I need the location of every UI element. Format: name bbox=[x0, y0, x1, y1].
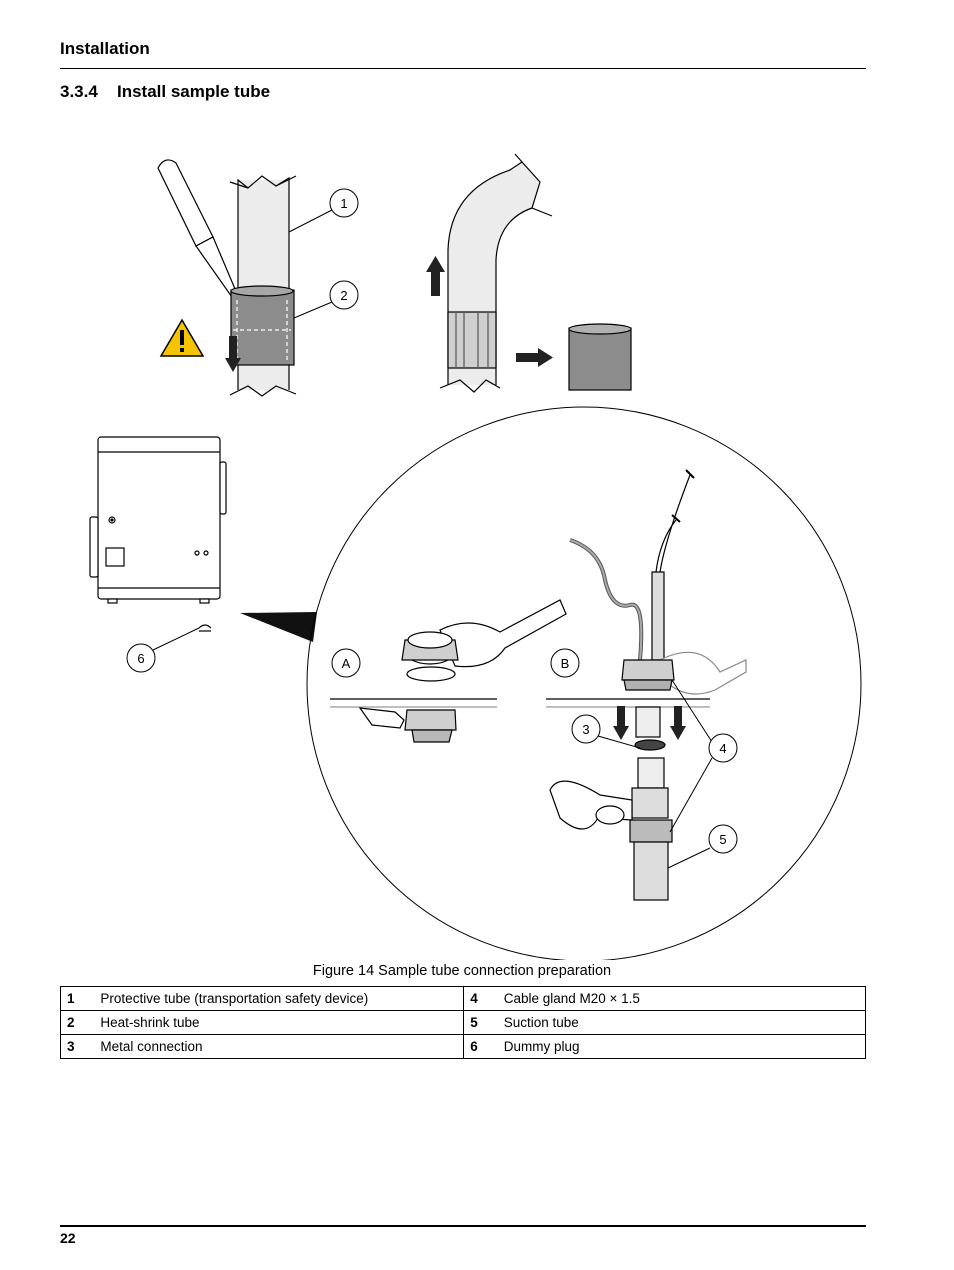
bent-tube-illustration bbox=[439, 153, 553, 393]
svg-text:5: 5 bbox=[719, 832, 726, 847]
svg-text:6: 6 bbox=[137, 651, 144, 666]
panel-b-illustration bbox=[546, 469, 747, 901]
legend-table: 1 Protective tube (transportation safety… bbox=[60, 986, 866, 1059]
warning-icon bbox=[159, 318, 205, 357]
section-title: 3.3.4 Install sample tube bbox=[60, 82, 270, 102]
detail-circle bbox=[306, 406, 862, 960]
svg-text:1: 1 bbox=[340, 196, 347, 211]
arrow-up-icon bbox=[426, 256, 445, 296]
panel-a-illustration bbox=[330, 599, 567, 743]
footer-rule bbox=[60, 1225, 866, 1227]
page-number: 22 bbox=[60, 1230, 76, 1246]
legend-text: Dummy plug bbox=[497, 1034, 866, 1059]
callout-6: 6 bbox=[126, 643, 156, 673]
figure-caption: Figure 14 Sample tube connection prepara… bbox=[312, 963, 612, 979]
table-row: 1 Protective tube (transportation safety… bbox=[60, 986, 866, 1011]
arrow-right-icon bbox=[516, 348, 553, 367]
removed-sleeve-illustration bbox=[568, 323, 632, 391]
legend-text: Heat-shrink tube bbox=[94, 1010, 465, 1035]
protective-tube-illustration bbox=[157, 159, 297, 397]
panel-label-b: B bbox=[550, 648, 580, 678]
legend-number: 4 bbox=[463, 986, 498, 1011]
svg-text:A: A bbox=[342, 656, 351, 671]
zoom-pointer bbox=[240, 612, 317, 642]
legend-text: Suction tube bbox=[497, 1010, 866, 1035]
panel-label-a: A bbox=[331, 648, 361, 678]
table-row: 3 Metal connection 6 Dummy plug bbox=[60, 1034, 866, 1059]
legend-text: Cable gland M20 × 1.5 bbox=[497, 986, 866, 1011]
figure-illustration: 1 2 3 4 5 6 A B bbox=[89, 153, 862, 960]
callout-5: 5 bbox=[708, 824, 738, 854]
svg-text:B: B bbox=[561, 656, 570, 671]
section-number: 3.3.4 bbox=[60, 82, 98, 101]
callout-4: 4 bbox=[708, 733, 738, 763]
svg-text:3: 3 bbox=[582, 722, 589, 737]
svg-text:2: 2 bbox=[340, 288, 347, 303]
legend-text: Metal connection bbox=[94, 1034, 465, 1059]
header-rule bbox=[60, 68, 866, 69]
arrow-down-icon bbox=[225, 336, 241, 372]
callout-3: 3 bbox=[571, 714, 601, 744]
legend-number: 6 bbox=[463, 1034, 498, 1059]
legend-number: 1 bbox=[60, 986, 95, 1011]
section-heading: Install sample tube bbox=[117, 82, 271, 101]
legend-text: Protective tube (transportation safety d… bbox=[94, 986, 465, 1011]
svg-text:4: 4 bbox=[719, 741, 726, 756]
table-row: 2 Heat-shrink tube 5 Suction tube bbox=[60, 1010, 866, 1035]
analyzer-housing bbox=[89, 436, 227, 632]
callout-1: 1 bbox=[329, 188, 359, 218]
legend-number: 5 bbox=[463, 1010, 498, 1035]
legend-number: 2 bbox=[60, 1010, 95, 1035]
legend-number: 3 bbox=[60, 1034, 95, 1059]
header-title: Installation bbox=[60, 39, 150, 58]
callout-2: 2 bbox=[329, 280, 359, 310]
